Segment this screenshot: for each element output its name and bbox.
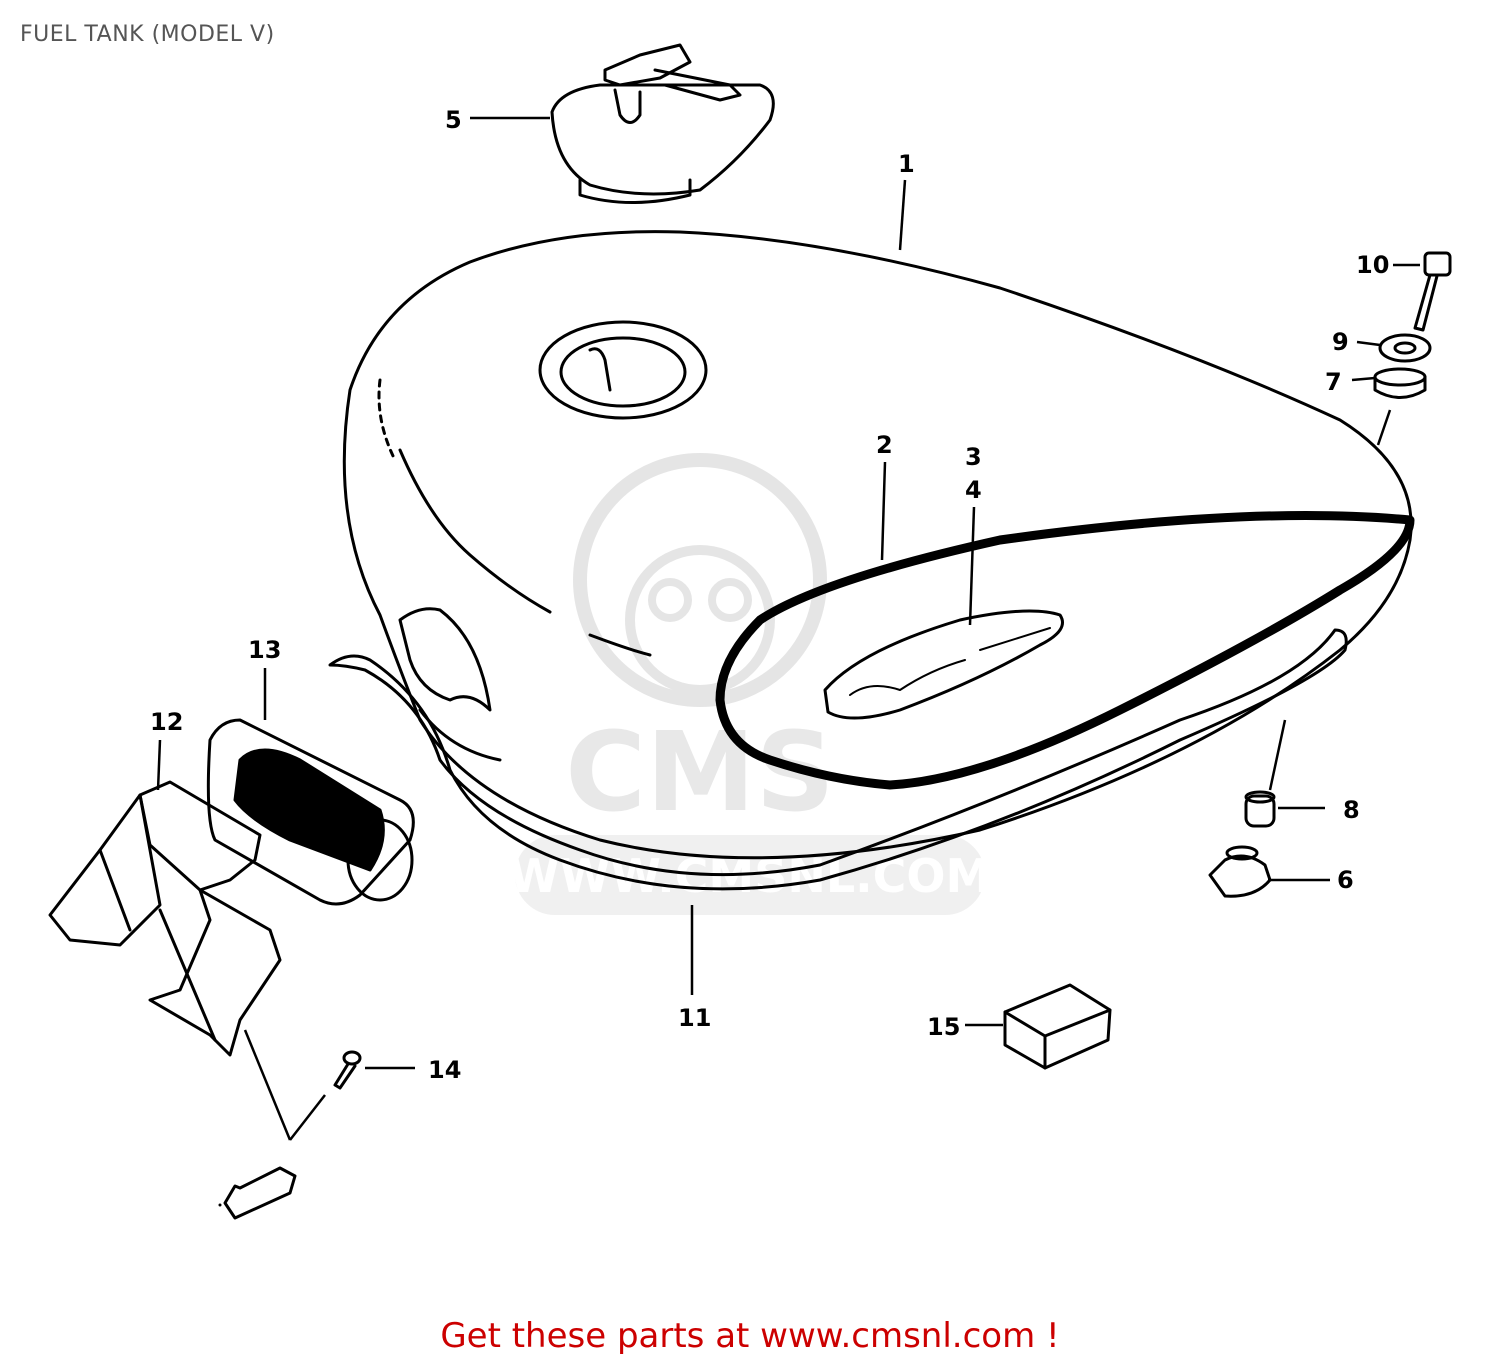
part-14-screw bbox=[333, 1050, 362, 1090]
leader-lines bbox=[156, 116, 1420, 1141]
footer-link[interactable]: Get these parts at www.cmsnl.com ! bbox=[0, 1316, 1500, 1356]
callout-12: 12 bbox=[150, 708, 183, 736]
callout-8: 8 bbox=[1343, 796, 1360, 824]
callout-13: 13 bbox=[248, 636, 281, 664]
part-10-bolt bbox=[1413, 251, 1452, 332]
part-7-collar bbox=[1373, 367, 1427, 399]
part-11-strap bbox=[328, 628, 1348, 891]
part-2-tape-stripe bbox=[715, 511, 1415, 790]
callout-5: 5 bbox=[445, 106, 462, 134]
callout-1: 1 bbox=[898, 150, 915, 178]
part-9-washer bbox=[1378, 333, 1432, 363]
part-5-fuel-cap bbox=[550, 43, 775, 204]
callout-14: 14 bbox=[428, 1056, 461, 1084]
part-12-bracket bbox=[48, 780, 282, 1057]
callout-4: 4 bbox=[965, 476, 982, 504]
callout-6: 6 bbox=[1337, 866, 1354, 894]
part-15-pad bbox=[1003, 983, 1112, 1070]
callout-15: 15 bbox=[927, 1013, 960, 1041]
footer-link-text[interactable]: Get these parts at www.cmsnl.com ! bbox=[440, 1316, 1060, 1356]
part-1-tank-body bbox=[342, 230, 1413, 860]
callout-11: 11 bbox=[678, 1004, 711, 1032]
cms-watermark: CMS WWW.CMSNL.COM bbox=[509, 453, 991, 915]
part-8-spacer bbox=[1244, 790, 1276, 828]
page-title: FUEL TANK (MODEL V) bbox=[20, 22, 275, 47]
callout-7: 7 bbox=[1325, 368, 1342, 396]
part-6-cushion bbox=[1208, 845, 1272, 898]
callout-2: 2 bbox=[876, 431, 893, 459]
callout-9: 9 bbox=[1332, 328, 1349, 356]
watermark-logo-text: CMS bbox=[565, 708, 834, 836]
callout-3: 3 bbox=[965, 443, 982, 471]
direction-arrow-icon bbox=[218, 1166, 297, 1220]
callout-10: 10 bbox=[1356, 251, 1389, 279]
part-13-damper bbox=[206, 718, 415, 906]
part-3-4-emblem bbox=[823, 609, 1064, 720]
